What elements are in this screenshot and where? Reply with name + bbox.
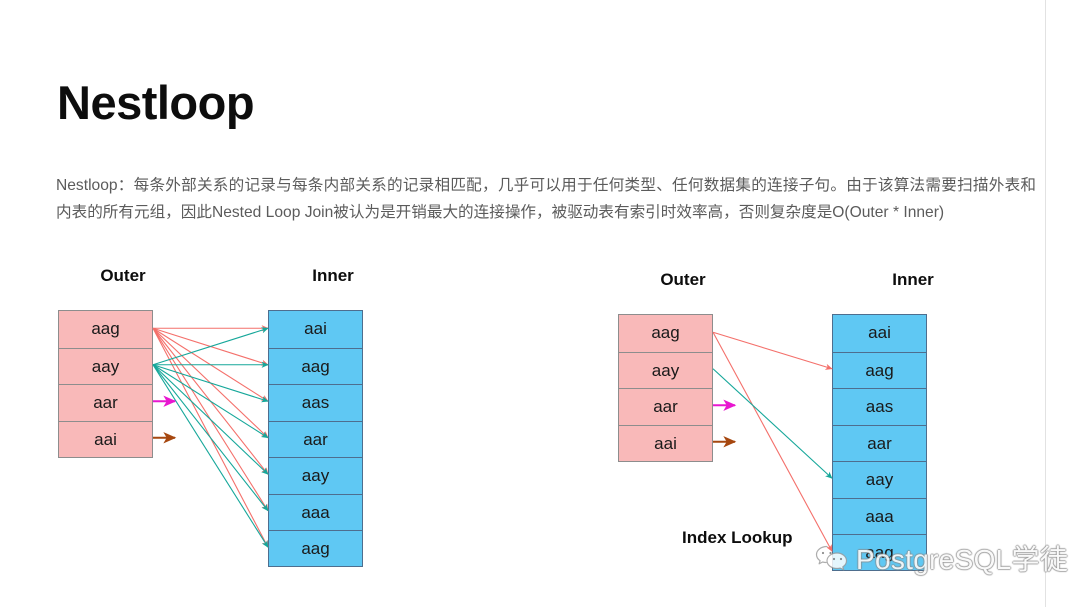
outer-row: aar (619, 388, 712, 425)
outer-row: aag (651, 323, 680, 342)
outer-row: aay (59, 347, 152, 385)
inner-row: aaa (269, 493, 362, 531)
diagram-nested-loop-index-lookup: Outer Inner aag aay aar aai aai aag aas … (600, 266, 980, 586)
outer-table-title: Outer (100, 266, 146, 285)
inner-row: aay (269, 457, 362, 494)
inner-row: aas (833, 388, 926, 425)
inner-row: aas (269, 384, 362, 421)
outer-row: aay (619, 351, 712, 389)
outer-row: aar (59, 384, 152, 421)
outer-table: aag aay aar aai (618, 314, 713, 462)
body-paragraph: Nestloop：每条外部关系的记录与每条内部关系的记录相匹配，几乎可以用于任何… (56, 176, 1036, 221)
inner-row: aaa (833, 497, 926, 535)
inner-row: aar (269, 420, 362, 458)
inner-row: aag (833, 351, 926, 389)
inner-row: aay (833, 461, 926, 498)
outer-row: aai (59, 420, 152, 458)
outer-row: aag (91, 319, 120, 338)
inner-table-title: Inner (312, 266, 354, 285)
inner-table: aai aag aas aar aay aaa aag (268, 310, 363, 567)
inner-row: aag (269, 347, 362, 385)
inner-row: aai (868, 323, 891, 342)
diagram-nested-loop-full-scan: Outer Inner aag aay aar aai aai aag aas … (40, 266, 400, 586)
slide-edge-divider (1045, 0, 1046, 607)
page-title: Nestloop (57, 76, 255, 130)
inner-row: aag (833, 534, 926, 571)
index-lookup-label: Index Lookup (682, 528, 793, 547)
outer-table-title: Outer (660, 270, 706, 289)
outer-table: aag aay aar aai (58, 310, 153, 458)
inner-table: aai aag aas aar aay aaa aag (832, 314, 927, 571)
inner-row: aag (269, 530, 362, 567)
inner-row: aai (304, 319, 327, 338)
inner-row: aar (833, 424, 926, 462)
inner-table-title: Inner (892, 270, 934, 289)
outer-row: aai (619, 424, 712, 462)
